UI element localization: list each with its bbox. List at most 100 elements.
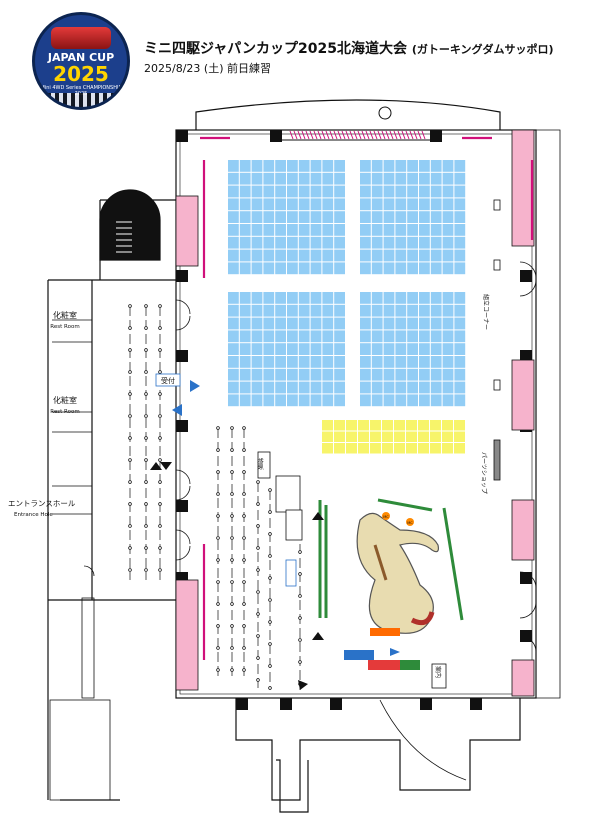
pink-panel	[511, 129, 535, 247]
seat	[395, 317, 407, 330]
yellow-cell	[370, 431, 381, 442]
stanchion-post	[268, 576, 272, 580]
pillar	[176, 420, 188, 432]
stanchion-post	[144, 524, 148, 528]
stanchion-post	[128, 524, 132, 528]
seat	[298, 394, 310, 407]
seat	[430, 304, 442, 317]
entrance-pillar	[81, 597, 95, 699]
stanchion-post	[298, 616, 302, 620]
seat	[275, 185, 286, 198]
yellow-cell	[370, 420, 381, 431]
seat	[419, 304, 430, 317]
seat	[454, 394, 466, 407]
track-layout	[356, 512, 439, 634]
seat	[263, 394, 275, 407]
seat	[383, 368, 395, 381]
seat	[442, 172, 454, 185]
seat	[287, 394, 298, 407]
seat	[383, 343, 395, 355]
seat	[287, 211, 298, 223]
pillar	[176, 270, 188, 282]
stanchion-post	[128, 436, 132, 440]
stanchion-post	[144, 480, 148, 484]
wall-top-arc	[195, 99, 501, 130]
seat	[263, 211, 275, 223]
stage-hatch-line	[321, 130, 326, 140]
stanchion-post	[158, 414, 162, 418]
seat	[263, 262, 275, 275]
seat	[310, 262, 322, 275]
seat	[395, 356, 407, 368]
seat	[298, 224, 310, 236]
stanchion-post	[158, 436, 162, 440]
seat	[251, 317, 263, 330]
seat	[383, 381, 395, 394]
seat	[239, 394, 251, 407]
lane-blue	[344, 650, 374, 660]
yellow-cell	[322, 420, 333, 431]
arrow-up-track-2	[312, 632, 324, 640]
seat	[360, 198, 371, 211]
seat	[275, 211, 286, 223]
parts-booth-label: パーツショップ	[480, 452, 487, 494]
pillar	[270, 130, 282, 142]
stanchion-post	[268, 620, 272, 624]
shop-label: 物販	[256, 458, 264, 470]
seat	[395, 394, 407, 407]
seat	[419, 356, 430, 368]
seat	[287, 172, 298, 185]
seat	[334, 343, 345, 355]
seat	[298, 172, 310, 185]
seat	[407, 249, 418, 262]
seat	[371, 304, 383, 317]
stage-hatch-line	[421, 130, 426, 140]
stanchion-post	[268, 686, 272, 690]
stage-hatch-line	[409, 130, 414, 140]
stage-hatch-line	[381, 130, 386, 140]
seat	[442, 249, 454, 262]
stanchion-post	[128, 304, 132, 308]
seat	[419, 292, 430, 304]
seat	[298, 368, 310, 381]
seat	[287, 236, 298, 249]
seat	[430, 292, 442, 304]
seat	[322, 343, 334, 355]
seat	[239, 249, 251, 262]
yellow-cell	[334, 431, 345, 442]
pillar	[430, 130, 442, 142]
seat	[454, 172, 466, 185]
stanchion-post	[230, 514, 234, 518]
stanchion-post	[242, 514, 246, 518]
seat	[251, 224, 263, 236]
seat	[239, 330, 251, 343]
seat	[263, 236, 275, 249]
arrow-down-right	[298, 680, 308, 690]
stage-hatch-line	[385, 130, 390, 140]
seat	[334, 262, 345, 275]
yellow-area	[322, 420, 465, 454]
stanchion-post	[128, 458, 132, 462]
track-start-stripe	[370, 628, 400, 636]
seat	[371, 381, 383, 394]
seat	[263, 249, 275, 262]
seat	[263, 368, 275, 381]
stage-hatch-line	[369, 130, 374, 140]
seat	[371, 211, 383, 223]
stanchion-post	[230, 580, 234, 584]
mc-marker-2	[406, 518, 414, 526]
seat	[310, 211, 322, 223]
stage-hatch-line	[289, 130, 294, 140]
seat	[430, 160, 442, 172]
seat	[239, 292, 251, 304]
stanchion-post	[256, 590, 260, 594]
seat	[383, 292, 395, 304]
seat	[419, 236, 430, 249]
seat	[228, 185, 239, 198]
seat	[334, 185, 345, 198]
seat	[419, 262, 430, 275]
seat	[298, 330, 310, 343]
stanchion-post	[298, 660, 302, 664]
map-labels: 化粧室 Rest Room 化粧室 Rest Room エントランスホール En…	[8, 294, 490, 678]
stage-hatch-line	[401, 130, 406, 140]
